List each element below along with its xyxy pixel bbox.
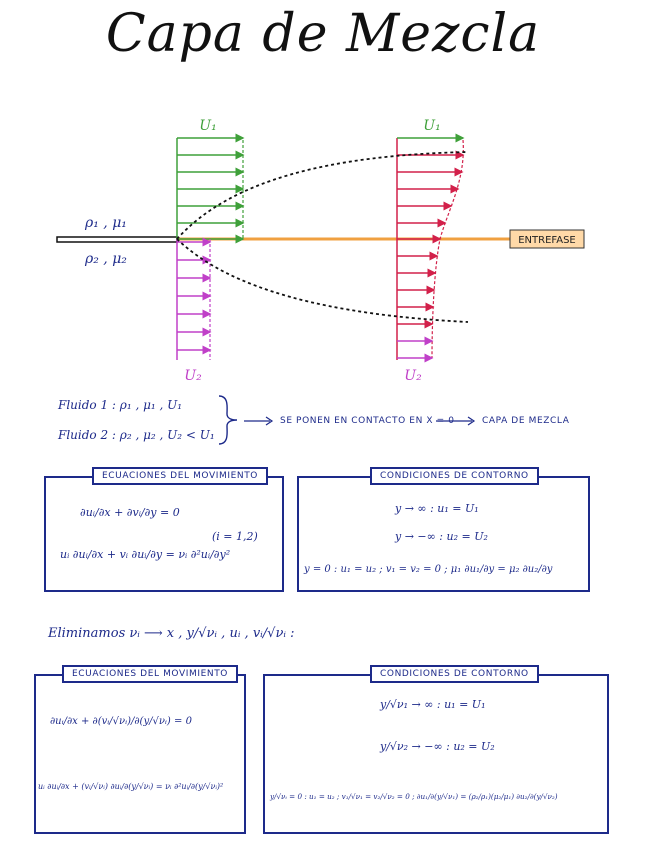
- fluid1-props-label: ρ₁ , μ₁: [84, 215, 127, 231]
- bc-interface-2: y/√νᵢ = 0 : u₁ = u₂ ; v₁/√ν₁ = v₂/√ν₂ = …: [270, 792, 558, 801]
- bc-interface-1: y = 0 : u₁ = u₂ ; v₁ = v₂ = 0 ; μ₁ ∂u₁/∂…: [304, 564, 553, 575]
- left-upper-velocity-profile: [176, 133, 245, 244]
- fluid1-line: Fluido 1 : ρ₁ , μ₁ , U₁: [58, 398, 183, 412]
- bc-infinity-1: y → ∞ : u₁ = U₁: [395, 502, 479, 515]
- mixing-layer-result: CAPA DE MEZCLA: [482, 416, 570, 426]
- arrow-icon: [244, 416, 274, 426]
- u1-right-label: U₁: [423, 118, 440, 134]
- fluid2-line: Fluido 2 : ρ₂ , μ₂ , U₂ < U₁: [58, 428, 215, 442]
- mixing-layer-diagram: ENTREFASE U₁ U₂: [56, 118, 585, 384]
- motion-equations-title-2: ECUACIONES DEL MOVIMIENTO: [62, 665, 238, 683]
- bc-neg-infinity-2: y/√ν₂ → −∞ : u₂ = U₂: [380, 740, 495, 753]
- u1-left-label: U₁: [199, 118, 216, 134]
- momentum-equation-2: uᵢ ∂uᵢ/∂x + (vᵢ/√νᵢ) ∂uᵢ/∂(y/√νᵢ) = νᵢ ∂…: [38, 782, 224, 791]
- index-note: (i = 1,2): [212, 530, 258, 543]
- interface-label-box: [509, 229, 585, 249]
- eliminate-statement: Eliminamos νᵢ ⟶ x , y/√νᵢ , uᵢ , vᵢ/√νᵢ …: [48, 626, 295, 641]
- bc-infinity-2: y/√ν₁ → ∞ : u₁ = U₁: [380, 698, 486, 711]
- u2-right-label: U₂: [404, 368, 422, 384]
- fluid2-props-label: ρ₂ , μ₂: [84, 251, 127, 267]
- left-lower-velocity-profile: [176, 237, 212, 360]
- lower-layer-boundary: [176, 238, 469, 323]
- u2-left-label: U₂: [184, 368, 202, 384]
- upper-layer-boundary: [176, 151, 469, 240]
- continuity-equation-1: ∂uᵢ/∂x + ∂vᵢ/∂y = 0: [80, 506, 180, 519]
- boundary-conditions-title-2: CONDICIONES DE CONTORNO: [370, 665, 539, 683]
- boundary-conditions-title-1: CONDICIONES DE CONTORNO: [370, 467, 539, 485]
- right-velocity-profile: [396, 133, 465, 363]
- splitter-plate: [56, 236, 178, 243]
- interface-label: ENTREFASE: [518, 235, 576, 246]
- momentum-equation-1: uᵢ ∂uᵢ/∂x + vᵢ ∂uᵢ/∂y = νᵢ ∂²uᵢ/∂y²: [60, 548, 231, 561]
- brace: [218, 395, 238, 445]
- bc-neg-infinity-1: y → −∞ : u₂ = U₂: [395, 530, 488, 543]
- continuity-equation-2: ∂uᵢ/∂x + ∂(vᵢ/√νᵢ)/∂(y/√νᵢ) = 0: [50, 716, 192, 727]
- motion-equations-box-2: [34, 674, 246, 834]
- motion-equations-title-1: ECUACIONES DEL MOVIMIENTO: [92, 467, 268, 485]
- page-title: Capa de Mezcla: [105, 4, 541, 64]
- contact-text: SE PONEN EN CONTACTO EN X = 0: [280, 416, 455, 426]
- arrow-icon: [436, 416, 476, 426]
